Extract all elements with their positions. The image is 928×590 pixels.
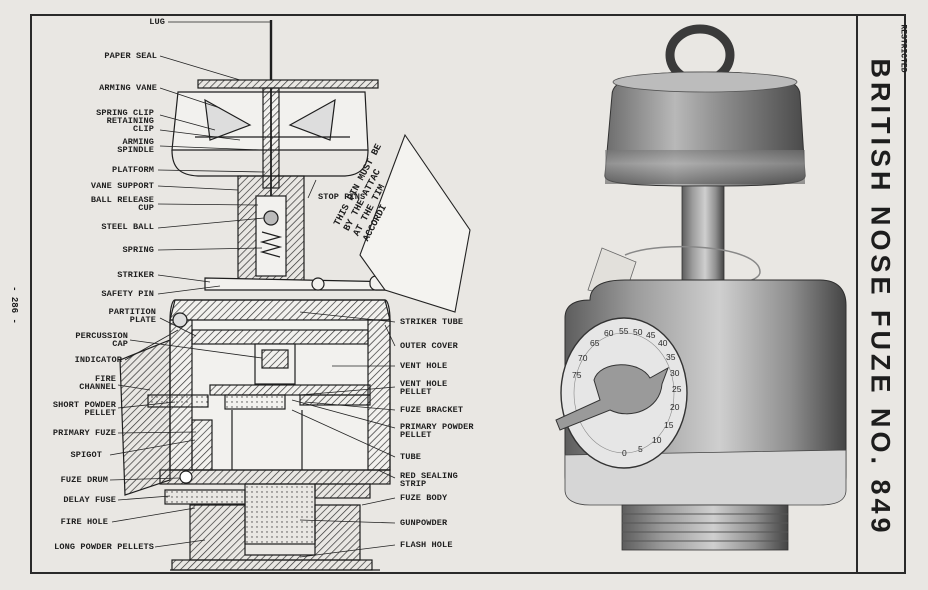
dial-number: 70 [578, 353, 588, 363]
label-fire-channel: FIRE CHANNEL [79, 374, 116, 392]
label-primary-fuze: PRIMARY FUZE [52, 428, 116, 438]
label-delay-fuse: DELAY FUSE [63, 495, 116, 505]
label-tube: TUBE [400, 452, 422, 462]
label-platform: PLATFORM [111, 165, 154, 175]
label-stop-pins: STOP PINS [318, 192, 366, 202]
label-fuze-bracket: FUZE BRACKET [400, 405, 464, 415]
label-primary-powder-pellet: PRIMARY POWDER PELLET [400, 422, 474, 440]
label-striker-tube: STRIKER TUBE [400, 317, 464, 327]
dial-number: 50 [633, 327, 643, 337]
dial-number: 20 [670, 402, 680, 412]
label-striker: STRIKER [117, 270, 154, 280]
dial-number: 10 [652, 435, 662, 445]
label-partition-plate: PARTITION PLATE [108, 307, 156, 325]
label-indicator: INDICATOR [74, 355, 122, 365]
fuze-photograph [555, 24, 847, 551]
dial-number: 60 [604, 328, 614, 338]
dial-number: 55 [619, 326, 629, 336]
label-percussion-cap: PERCUSSION CAP [75, 331, 128, 349]
dial-number: 25 [672, 384, 682, 394]
diagram-body [119, 20, 411, 571]
label-arming-spindle: ARMING SPINDLE [117, 137, 154, 155]
label-vent-hole: VENT HOLE [400, 361, 448, 371]
label-safety-pin: SAFETY PIN [101, 289, 154, 299]
dial-number: 0 [622, 448, 627, 458]
label-steel-ball: STEEL BALL [101, 222, 154, 232]
label-spring: SPRING [122, 245, 154, 255]
label-spigot: SPIGOT [70, 450, 102, 460]
label-lug: LUG [149, 17, 165, 27]
label-red-sealing-strip: RED SEALING STRIP [400, 471, 458, 489]
label-flash-hole: FLASH HOLE [400, 540, 453, 550]
dial-number: 75 [572, 370, 582, 380]
label-fuze-drum: FUZE DRUM [60, 475, 108, 485]
dial-number: 35 [666, 352, 676, 362]
label-spring-clip: SPRING CLIP RETAINING CLIP [96, 108, 154, 134]
leader-lines [109, 21, 396, 558]
label-fire-hole: FIRE HOLE [60, 517, 108, 527]
dial-number: 40 [658, 338, 668, 348]
safety-pin-tag [359, 133, 471, 313]
dial-number: 15 [664, 420, 674, 430]
dial-scale: 60 55 50 45 40 65 70 75 35 30 25 20 15 1… [560, 318, 690, 468]
label-arming-vane: ARMING VANE [99, 83, 157, 93]
dial-number: 5 [638, 444, 643, 454]
label-short-powder-pellet: SHORT POWDER PELLET [52, 400, 116, 418]
dial-number: 45 [646, 330, 656, 340]
title-divider [856, 14, 858, 574]
label-vent-hole-pellet: VENT HOLE PELLET [400, 379, 448, 397]
label-fuze-body: FUZE BODY [400, 493, 448, 503]
label-gunpowder: GUNPOWDER [400, 518, 448, 528]
page-frame [30, 14, 906, 574]
label-outer-cover: OUTER COVER [400, 341, 458, 351]
label-vane-support: VANE SUPPORT [90, 181, 154, 191]
label-paper-seal: PAPER SEAL [104, 51, 157, 61]
label-long-powder-pellets: LONG POWDER PELLETS [54, 542, 154, 552]
dial-number: 30 [670, 368, 680, 378]
dial-number: 65 [590, 338, 600, 348]
label-ball-release-cup: BALL RELEASE CUP [90, 195, 154, 213]
